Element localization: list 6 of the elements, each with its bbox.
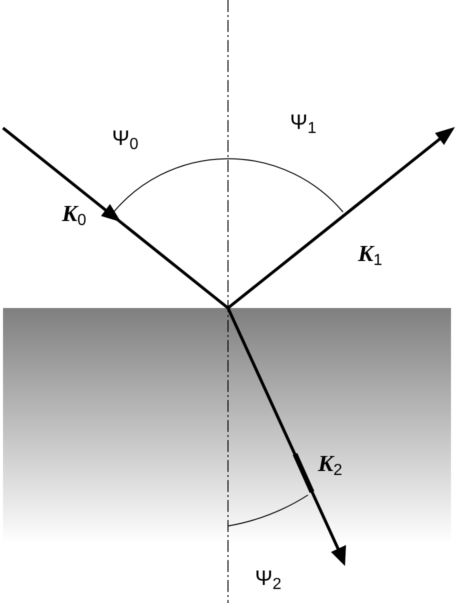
- angle-label: Ψ$_{0}$: [112, 128, 138, 153]
- vector-label: K$_{0}$: [62, 202, 86, 229]
- vector-label: K$_{1}$: [358, 242, 382, 269]
- angle-label: Ψ$_{2}$: [255, 568, 282, 593]
- angle-label: Ψ$_{1}$: [290, 112, 316, 137]
- vector-label: K$_{2}$: [318, 452, 342, 479]
